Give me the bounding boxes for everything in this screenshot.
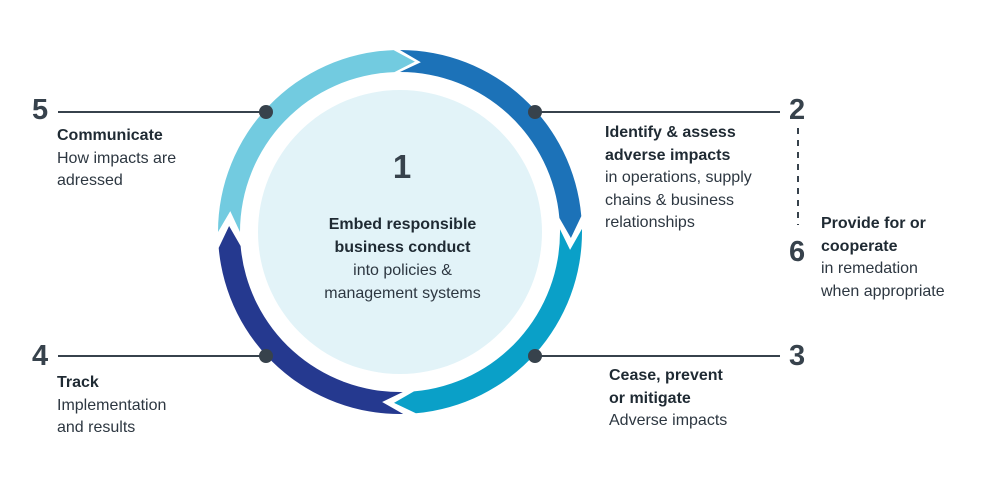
step-identify-title-line-2: adverse impacts [605, 146, 731, 164]
ring-segment-cease [394, 228, 582, 414]
connector-dot-track [259, 349, 273, 363]
center-title-line-2: business conduct [334, 239, 471, 256]
step-identify-text: Identify & assess adverse impacts in ope… [605, 122, 752, 235]
step-number-3: 3 [789, 340, 806, 372]
connector-dot-identify [528, 105, 542, 119]
ring-segment-track [218, 226, 404, 414]
step-number-6: 6 [789, 236, 806, 268]
step-track-desc-line-1: Implementation [57, 396, 167, 414]
step-track-desc-line-2: and results [57, 419, 136, 436]
step-communicate-text: Communicate How impacts are adressed [57, 125, 176, 193]
center-step-number: 1 [392, 148, 412, 185]
ring-segment-communicate [218, 50, 415, 232]
step-remediate-desc-line-2: when appropriate [821, 282, 945, 300]
step-cease-text: Cease, prevent or mitigate Adverse impac… [609, 365, 727, 433]
center-desc-line-1: into policies & [353, 262, 452, 279]
step-remediate-title-line-2: cooperate [821, 237, 898, 255]
center-circle [258, 90, 542, 374]
step-communicate-title: Communicate [57, 127, 163, 144]
step-number-4: 4 [32, 340, 49, 372]
step-communicate-desc-line-2: adressed [57, 172, 123, 189]
step-cease-desc-line-1: Adverse impacts [609, 412, 728, 429]
step-remediate-desc-line-1: in remedation [821, 260, 918, 277]
step-communicate-desc-line-1: How impacts are [57, 149, 177, 167]
step-number-2: 2 [789, 94, 806, 126]
center-label: Embed responsible business conduct into … [300, 213, 505, 305]
step-cease-title-line-1: Cease, prevent [609, 367, 723, 384]
ring-segment-identify [400, 50, 582, 238]
connector-dot-communicate [259, 105, 273, 119]
step-cease-title-line-2: or mitigate [609, 389, 691, 407]
center-title-line-1: Embed responsible [328, 216, 477, 233]
step-identify-desc-line-3: relationships [605, 214, 695, 231]
step-number-5: 5 [32, 94, 49, 126]
step-identify-title-line-1: Identify & assess [605, 124, 736, 141]
step-remediate-title-line-1: Provide for or [821, 215, 926, 232]
step-identify-desc-line-2: chains & business [605, 191, 734, 209]
connector-dot-cease [528, 349, 542, 363]
step-remediate-text: Provide for or cooperate in remedation w… [821, 213, 945, 303]
step-track-text: Track Implementation and results [57, 372, 166, 440]
step-identify-desc-line-1: in operations, supply [605, 169, 752, 186]
center-desc-line-2: management systems [324, 285, 481, 302]
step-track-title: Track [57, 374, 99, 391]
